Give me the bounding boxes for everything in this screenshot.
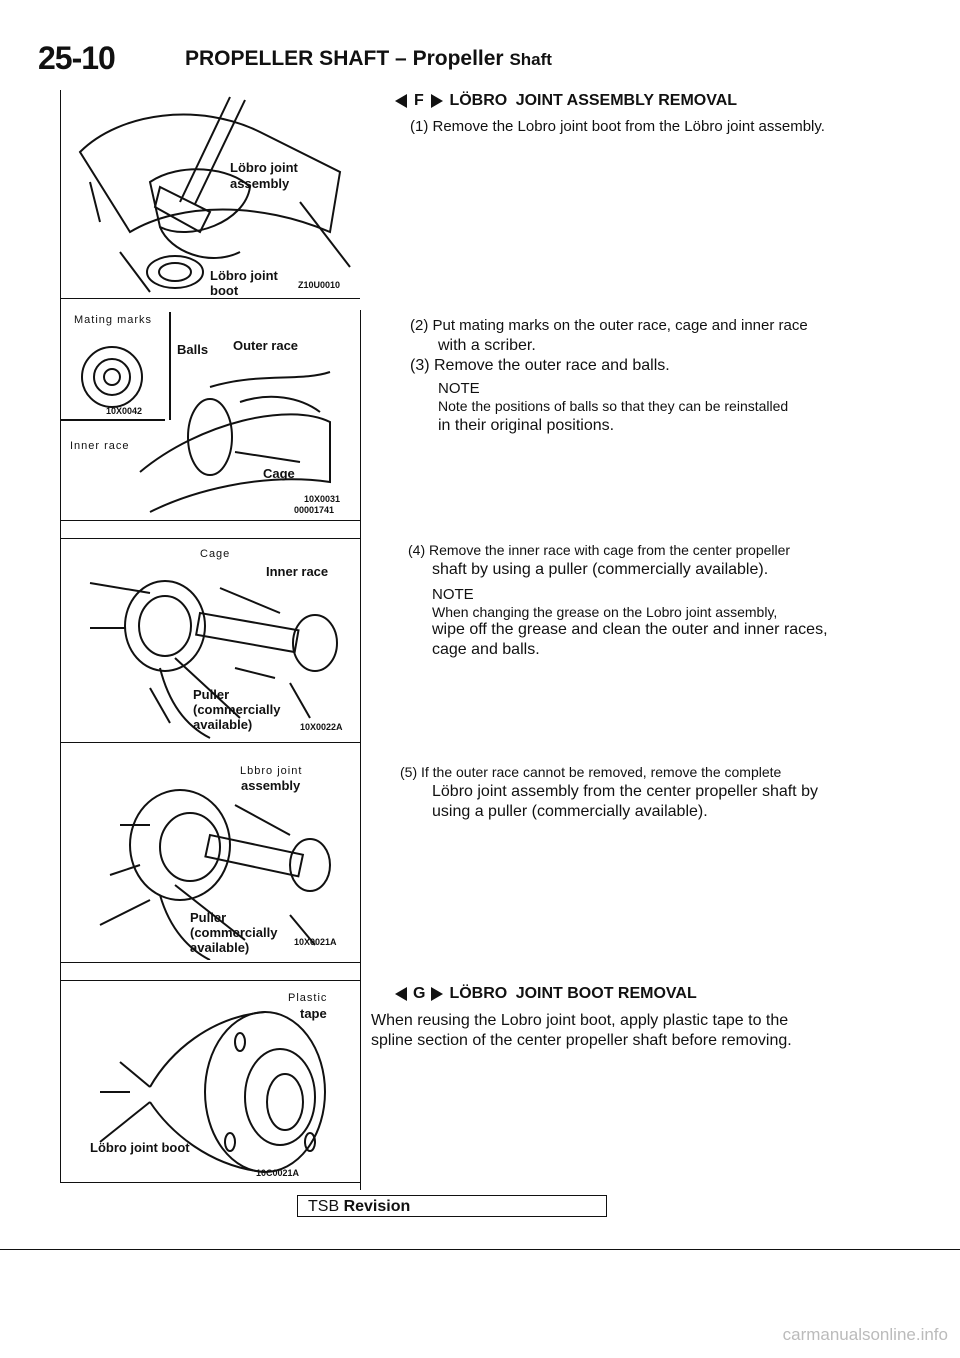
note-1-line-a: Note the positions of balls so that they… — [438, 398, 789, 414]
fig-divider-7 — [60, 1182, 360, 1183]
fig5-label-plastic: Plastic — [288, 992, 328, 1004]
figure-4-illustration — [99, 789, 331, 960]
step-5b: Löbro joint assembly from the center pro… — [432, 783, 818, 800]
fig2-label-cage: Cage — [263, 466, 295, 481]
section-g-heading: G LÖBRO JOINT BOOT REMOVAL — [395, 985, 697, 1003]
step-3: (3) Remove the outer race and balls. — [410, 357, 670, 374]
title-sub: Propeller — [412, 47, 504, 70]
fig1-code: Z10U0010 — [298, 280, 341, 290]
fig2-code-1: 10X0031 — [304, 494, 341, 504]
fig2-label-mating-marks: Mating marks — [74, 314, 153, 326]
fig2-code-2: 00001741 — [294, 505, 335, 515]
step-4b: shaft by using a puller (commercially av… — [432, 561, 769, 578]
fig-divider-6 — [60, 980, 360, 981]
fig3-label-puller: Puller — [193, 687, 230, 702]
step-5a: (5) If the outer race cannot be removed,… — [400, 764, 782, 780]
note-1-label: NOTE — [438, 380, 480, 397]
fig-divider-4 — [60, 742, 360, 743]
note-2-line-b: wipe off the grease and clean the outer … — [432, 621, 828, 638]
fig4-label-puller: Puller — [190, 910, 227, 925]
figure-lobro-joint-boot: Löbro joint assembly Löbro joint boot Z1… — [60, 92, 360, 298]
fig1-label-lobro-boot: Löbro joint — [210, 268, 278, 283]
bottom-rule — [0, 1249, 960, 1250]
section-arrow-icon — [395, 986, 443, 1001]
fig4-label-commercially: (commercially — [190, 925, 278, 940]
fig3-code: 10X0022A — [300, 722, 343, 732]
note-1-line-b: in their original positions. — [438, 417, 615, 434]
note-2-line-c: cage and balls. — [432, 641, 540, 658]
figure-lobro-assembly-puller: Lbbro joint assembly Puller (commerciall… — [60, 765, 360, 960]
note-2-line-a: When changing the grease on the Lobro jo… — [432, 604, 778, 620]
section-g-word: LÖBRO — [449, 985, 508, 1002]
fig4-label-assembly: assembly — [241, 778, 301, 793]
step-1: (1) Remove the Lobro joint boot from the… — [410, 118, 825, 135]
tsb-label: TSB — [308, 1198, 340, 1215]
fig2-label-outer-race: Outer race — [233, 338, 299, 353]
fig5-label-tape: tape — [300, 1006, 327, 1021]
tsb-value: Revision — [343, 1198, 411, 1215]
section-f-heading: F LÖBRO JOINT ASSEMBLY REMOVAL — [395, 92, 737, 110]
watermark: carmanualsonline.info — [782, 1325, 948, 1344]
section-f-title: JOINT ASSEMBLY REMOVAL — [515, 92, 738, 109]
step-2b: with a scriber. — [438, 337, 536, 354]
fig1-label-lobro: Löbro joint — [230, 160, 298, 175]
figure-2-illustration — [60, 312, 331, 513]
right-column-rule — [360, 310, 361, 1190]
figure-3-illustration — [89, 580, 338, 739]
step-2a: (2) Put mating marks on the outer race, … — [410, 317, 808, 334]
fig3-label-commercially: (commercially — [193, 702, 281, 717]
note-2-label: NOTE — [432, 586, 474, 603]
fig4-label-lobro-joint: Lbbro joint — [240, 765, 303, 777]
section-f-word: LÖBRO — [449, 92, 508, 109]
fig-divider-5 — [60, 962, 360, 963]
title-sub2: Shaft — [509, 50, 552, 69]
fig5-label-boot: Löbro joint boot — [90, 1140, 190, 1155]
fig1-label-boot: boot — [210, 283, 239, 298]
fig3-label-cage: Cage — [200, 548, 231, 560]
figure-mating-marks: Mating marks Balls Outer race 10X0042 In… — [60, 312, 360, 518]
step-5c: using a puller (commercially available). — [432, 803, 708, 820]
section-g-title: JOINT BOOT REMOVAL — [515, 985, 697, 1002]
left-column-rule — [60, 90, 61, 1182]
fig4-label-available: available) — [190, 940, 250, 955]
fig-divider-1 — [60, 298, 360, 299]
fig5-code: 10C0021A — [256, 1168, 300, 1178]
section-f-letter: F — [414, 92, 424, 109]
fig1-label-assembly: assembly — [230, 176, 290, 191]
section-g-letter: G — [413, 985, 426, 1002]
title-dash: – — [395, 47, 407, 70]
fig4-code: 10X0021A — [294, 937, 337, 947]
figure-plastic-tape: Plastic tape Löbro joint boot 10C0021A — [60, 992, 360, 1180]
tsb-revision-box: TSB Revision — [297, 1195, 607, 1217]
fig3-label-inner-race: Inner race — [266, 564, 329, 579]
fig2-inset-code: 10X0042 — [106, 406, 143, 416]
figure-5-illustration — [99, 1011, 326, 1173]
figure-inner-race-puller: Cage Inner race Puller (commercially ava… — [60, 548, 360, 740]
title-main: PROPELLER SHAFT — [185, 47, 390, 70]
page-title: PROPELLER SHAFT – Propeller Shaft — [185, 47, 552, 71]
figure-1-illustration — [78, 96, 351, 293]
step-4a: (4) Remove the inner race with cage from… — [408, 542, 791, 558]
fig3-label-available: available) — [193, 717, 253, 732]
section-g-para-b: spline section of the center propeller s… — [371, 1032, 792, 1049]
fig2-label-balls: Balls — [177, 342, 209, 357]
fig-divider-3 — [60, 538, 360, 539]
page-number: 25-10 — [38, 40, 116, 76]
fig-divider-2 — [60, 520, 360, 521]
fig2-label-inner-race: Inner race — [70, 440, 130, 452]
section-arrow-icon — [395, 93, 443, 108]
section-g-para-a: When reusing the Lobro joint boot, apply… — [371, 1012, 789, 1029]
